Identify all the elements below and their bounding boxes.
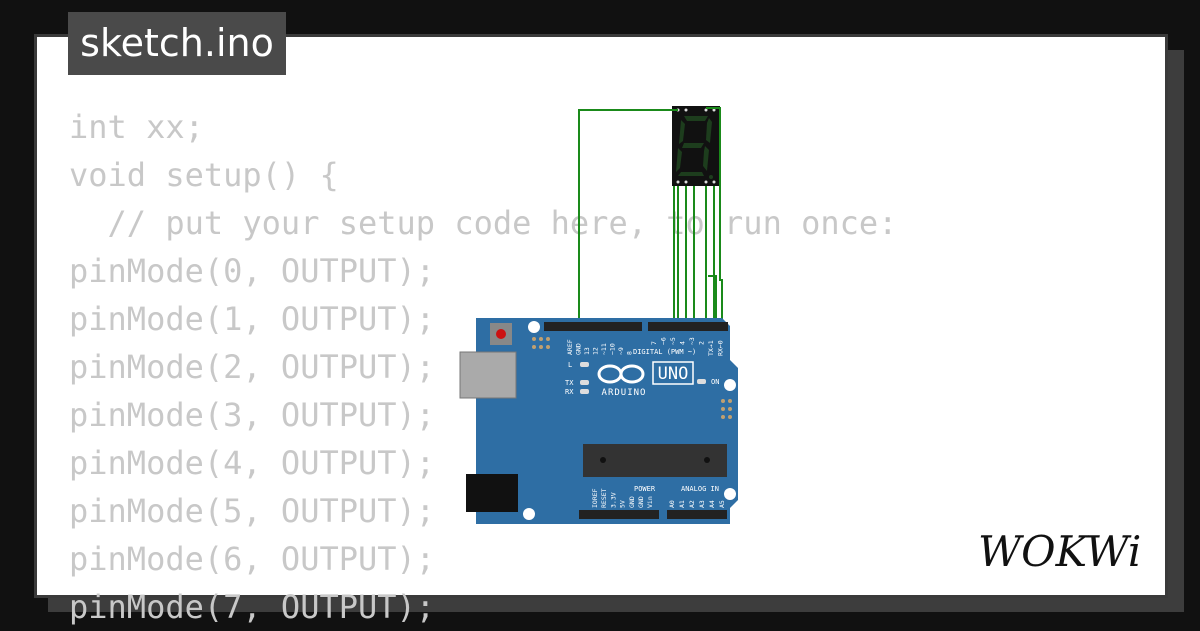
file-tab[interactable]: sketch.ino — [68, 12, 286, 75]
pin-label: A0 — [668, 500, 676, 508]
pin-label: 4 — [679, 341, 687, 345]
digital-header-left — [544, 322, 642, 331]
wokwi-logo-text: WOKWi — [978, 527, 1141, 576]
arduino-logo-icon — [597, 364, 645, 384]
pin-label: GND — [628, 496, 636, 508]
code-line: pinMode(7, OUTPUT); — [69, 588, 436, 626]
pin-label: GND — [637, 496, 645, 508]
pin-label: TX→1 — [707, 340, 715, 356]
pin-label: 3.3V — [609, 492, 617, 508]
pin-label: ~3 — [688, 337, 696, 345]
pin-label: AREF — [566, 339, 574, 355]
code-line: pinMode(2, OUTPUT); — [69, 348, 436, 386]
code-card: int xx; void setup() { // put your setup … — [34, 34, 1168, 626]
pin-label: ~6 — [660, 337, 668, 345]
power-label: POWER — [634, 485, 656, 493]
digital-header-right — [648, 322, 728, 331]
led-on-label: ON — [711, 378, 719, 386]
usb-port — [459, 351, 517, 399]
code-line: pinMode(0, OUTPUT); — [69, 252, 436, 290]
pin-label: 8 — [626, 351, 634, 355]
pin-label: A1 — [678, 500, 686, 508]
pin-label: 12 — [592, 347, 600, 355]
seven-segment-display[interactable] — [672, 106, 720, 186]
board-brand: ARDUINO — [602, 388, 647, 398]
pin-label: 5V — [619, 500, 627, 508]
code-line: int xx; — [69, 108, 204, 146]
pin-label: ~5 — [669, 337, 677, 345]
power-header — [579, 510, 659, 519]
led-rx-label: RX — [565, 388, 574, 396]
code-line: pinMode(1, OUTPUT); — [69, 300, 436, 338]
pin-label: ~11 — [600, 343, 608, 355]
led-tx-label: TX — [565, 379, 574, 387]
pin-label: GND — [575, 343, 583, 355]
code-line: pinMode(5, OUTPUT); — [69, 492, 436, 530]
code-line: void setup() { — [69, 156, 339, 194]
pin-label: ~9 — [617, 347, 625, 355]
analog-header — [667, 510, 727, 519]
wires — [578, 107, 723, 326]
pin-label: A4 — [708, 500, 716, 508]
power-jack — [466, 474, 518, 512]
pin-label: A5 — [718, 500, 726, 508]
code-editor: int xx; void setup() { // put your setup … — [69, 103, 897, 631]
pin-label: RX←0 — [717, 340, 725, 356]
pin-label: 13 — [583, 347, 591, 355]
code-line: pinMode(3, OUTPUT); — [69, 396, 436, 434]
pin-label: A3 — [698, 500, 706, 508]
pin-label: 7 — [650, 341, 658, 345]
led-l-label: L — [568, 361, 572, 369]
board-model: UNO — [658, 364, 689, 384]
digital-label: DIGITAL (PWM ~) — [633, 348, 696, 356]
code-line: // put your setup code here, to run once… — [69, 204, 898, 242]
pin-label: RESET — [600, 488, 608, 508]
pin-label: IOREF — [591, 488, 599, 508]
pin-label: 2 — [698, 341, 706, 345]
wokwi-logo: WOKWi — [978, 527, 1141, 576]
pin-label: ~10 — [609, 343, 617, 355]
analog-label: ANALOG IN — [681, 485, 719, 493]
pin-label: Vin — [646, 496, 654, 508]
arduino-uno-board[interactable]: UNO ARDUINO DIGITAL (PWM ~) POWER ANALOG… — [459, 318, 738, 524]
code-line: pinMode(4, OUTPUT); — [69, 444, 436, 482]
microcontroller-chip — [583, 444, 727, 477]
pin-label: A2 — [688, 500, 696, 508]
code-line: pinMode(6, OUTPUT); — [69, 540, 436, 578]
